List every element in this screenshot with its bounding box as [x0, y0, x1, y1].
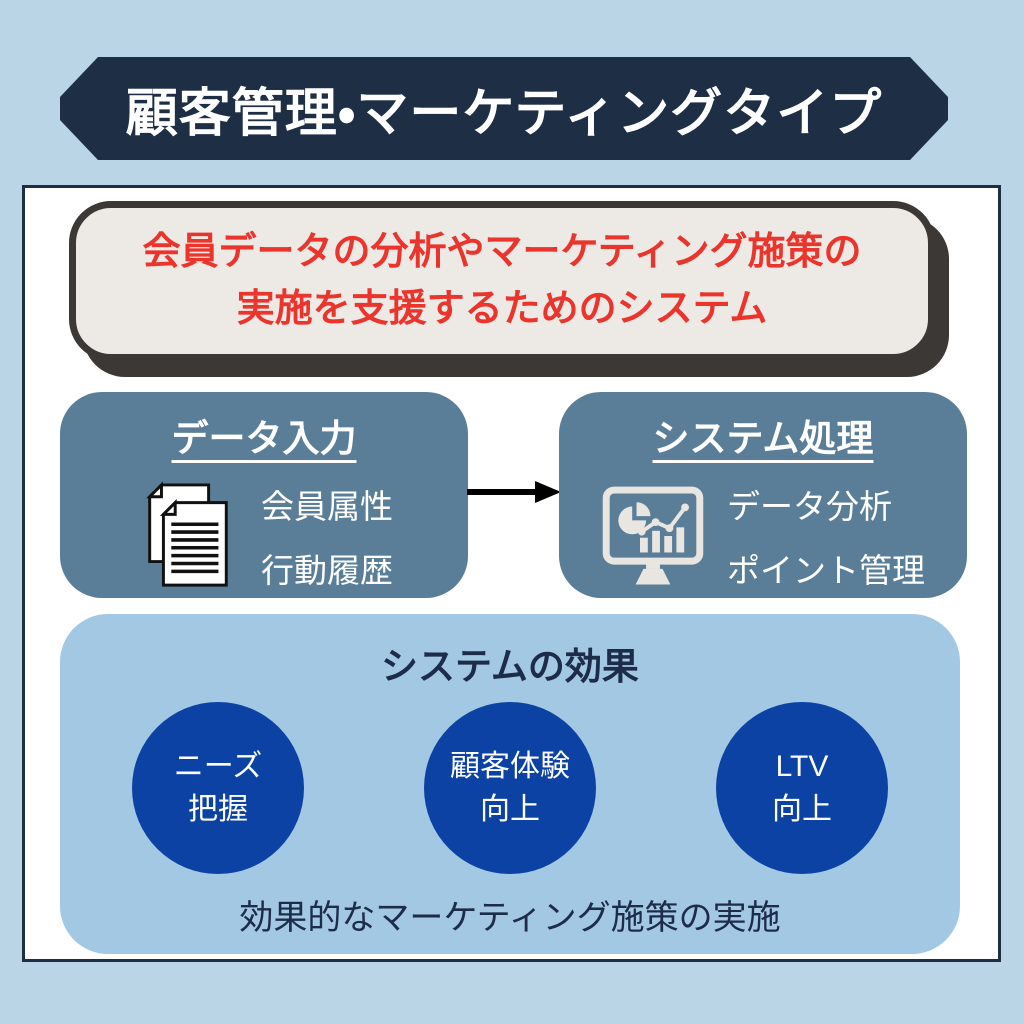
effects-title: システムの効果	[381, 646, 639, 687]
title-banner: 顧客管理・マーケティングタイプ	[60, 57, 948, 160]
effects-circles: ニーズ 把握 顧客体験 向上 LTV 向上	[60, 702, 960, 874]
system-process-item: データ分析	[727, 488, 892, 525]
data-input-item: 会員属性	[261, 488, 393, 525]
effect-circle-line: 向上	[772, 793, 832, 826]
main-panel: 会員データの分析やマーケティング施策の 実施を支援するためのシステム データ入力	[22, 185, 1001, 962]
effect-circle-needs: ニーズ 把握	[132, 702, 304, 874]
system-description-box: 会員データの分析やマーケティング施策の 実施を支援するためのシステム	[69, 201, 935, 361]
data-input-box: データ入力 会員属	[60, 392, 468, 598]
data-input-item: 行動履歴	[261, 552, 393, 589]
system-process-items: データ分析 ポイント管理	[727, 480, 925, 592]
effect-circle-line: 把握	[188, 793, 248, 826]
system-effects-box: システムの効果 ニーズ 把握 顧客体験 向上 LTV 向上 効果的なマーケティン…	[60, 614, 960, 954]
documents-icon	[146, 481, 228, 587]
data-input-title: データ入力	[171, 418, 357, 459]
page-title: 顧客管理・マーケティングタイプ	[125, 85, 883, 143]
effect-circle-customer-experience: 顧客体験 向上	[424, 702, 596, 874]
description-line-2: 実施を支援するためのシステム	[236, 288, 768, 330]
effect-circle-line: ニーズ	[173, 749, 263, 783]
effects-footer-text: 効果的なマーケティング施策の実施	[239, 899, 781, 937]
data-input-items: 会員属性 行動履歴	[261, 480, 393, 592]
right-arrow-icon	[467, 481, 561, 503]
system-process-title: システム処理	[652, 418, 874, 459]
system-process-item: ポイント管理	[727, 552, 925, 589]
effect-circle-ltv: LTV 向上	[716, 702, 888, 874]
description-line-1: 会員データの分析やマーケティング施策の	[142, 231, 862, 273]
system-process-box: システム処理	[559, 392, 967, 598]
data-input-content: 会員属性 行動履歴	[60, 480, 468, 592]
effect-circle-line: LTV	[775, 749, 829, 783]
effect-circle-line: 向上	[480, 793, 540, 826]
effect-circle-line: 顧客体験	[450, 749, 570, 783]
monitor-analytics-icon	[602, 486, 704, 585]
system-process-content: データ分析 ポイント管理	[559, 480, 967, 592]
